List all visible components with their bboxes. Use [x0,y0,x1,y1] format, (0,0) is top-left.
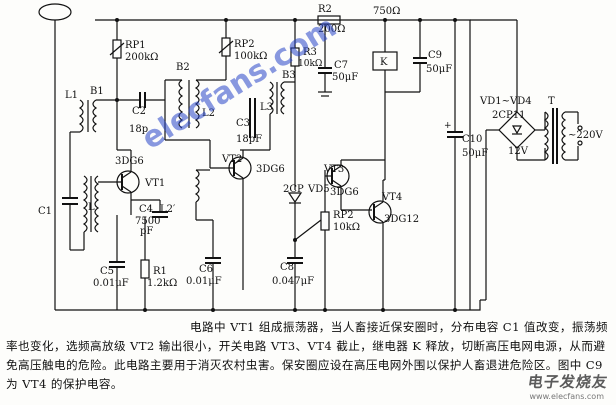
c6-value: 0.01μF [186,276,222,287]
c8-value: 0.047μF [272,276,314,287]
c4-label: C4 [139,204,153,215]
c5-value: 0.01μF [93,278,129,289]
l1-coil [78,99,84,133]
r1-value: 1.2kΩ [147,278,177,289]
c7-value: 50μF [332,72,358,83]
r3-label: R3 [303,47,317,58]
ac-label: ~220V [568,130,603,141]
vd-bridge-label-b: 2CP11 [492,110,525,121]
l1-label: L1 [65,90,78,101]
caption-text: 电路中 VT1 组成振荡器，当人畜接近保安圈时，分布电容 C1 值改变，振荡频率… [6,320,608,391]
b2-coil [178,79,184,129]
b3-label: B3 [282,70,296,81]
vt1-label: VT1 [144,178,165,189]
site-logo: 电子发烧友 www.elecfans.com [500,371,610,401]
l3-coil [268,81,274,115]
c9-label: C9 [428,50,442,61]
vt4-type: 3DG12 [384,214,419,225]
rp2-value: 100kΩ [234,51,267,62]
l-osc-coil [82,175,88,233]
b1-label: B1 [90,86,104,97]
c4-value-b: pF [140,226,153,237]
r2-resistor [317,15,341,25]
logo-cn: 电子发烧友 [526,373,610,391]
c3-label: C3 [236,118,250,129]
l2p-coil [194,169,200,203]
c2-value: 18p [129,124,148,135]
l-osc-label: L [88,202,95,213]
svg-text:+: + [444,121,452,131]
b1-coil [92,99,98,133]
vt2-label: VT2 [221,154,242,165]
vt3-type: 3DG6 [330,187,359,198]
b2-label: B2 [176,62,190,73]
rp2-label: RP2 [234,39,255,50]
c10-value: 50μF [462,148,488,159]
vd5-label-a: 2CP [283,184,304,195]
rp1-label: RP1 [125,40,146,51]
vt4-label: VT4 [381,192,402,203]
dc-label: 12V [508,146,529,157]
rp1-value: 200kΩ [125,52,158,63]
relay-k-label: K [380,57,388,68]
antenna-loop [38,3,72,21]
vt4-transistor [368,200,392,224]
vd-bridge-label-a: VD1~VD4 [479,96,532,107]
c10-label: C10 [462,134,482,145]
vt3-label: VT3 [323,164,344,175]
c7-label: C7 [334,60,348,71]
rp2-10k-resistor [320,211,330,231]
vd5-label-b: VD5 [307,184,330,195]
c1-label: C1 [38,206,52,217]
rp2b-label: RP2 [333,210,354,221]
l2p-label: L2′ [160,204,176,215]
ground-rail [55,300,481,311]
c6-label: C6 [199,264,213,275]
l2-coil [194,79,200,129]
c4-value-a: 7500 [135,216,160,227]
l2-label: L2 [202,108,215,119]
c8-label: C8 [280,262,294,273]
l3-label: L3 [260,102,273,113]
r2-value: 200Ω [318,24,345,35]
r1-label: R1 [153,266,167,277]
vd5-diode [287,192,303,204]
r2-label: R2 [318,4,332,15]
c3-value: 18pF [236,134,262,145]
r3-value: 10kΩ [298,59,322,69]
r1-resistor [140,259,150,279]
c9-value: 50μF [426,64,452,75]
schematic: RP1 200kΩ RP2 100kΩ R2 200Ω 750Ω R3 10kΩ… [38,3,603,312]
logo-en: www.elecfans.com [529,392,605,401]
c5-label: C5 [100,266,114,277]
transformer-label: T [548,96,555,107]
rp2b-value: 10kΩ [333,222,360,233]
vt2-type: 3DG6 [256,164,285,175]
r750-label: 750Ω [373,6,400,17]
b3-coil [280,81,286,115]
vt1-type: 3DG6 [115,156,144,167]
transformer-primary [561,111,567,161]
c2-label: C2 [132,106,146,117]
